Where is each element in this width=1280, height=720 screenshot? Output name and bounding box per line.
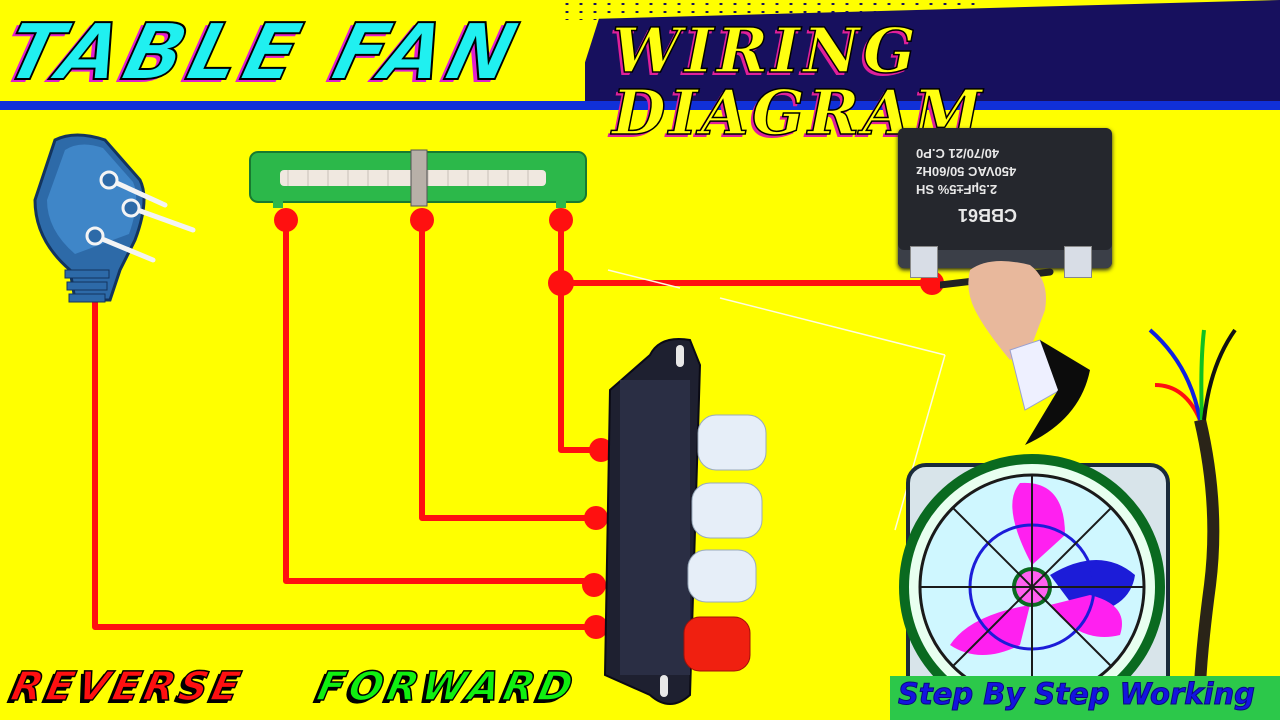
cbb61-capacitor: 40/70/21 C.P0 450VAC 50/60Hz 2.5µF±5% SH… bbox=[898, 128, 1112, 278]
step-by-step-banner bbox=[890, 676, 1280, 720]
header-divider bbox=[0, 101, 1280, 110]
four-button-push-switch bbox=[603, 338, 767, 705]
switch-button-1 bbox=[697, 414, 767, 471]
three-pin-plug-icon bbox=[33, 133, 196, 303]
step-by-step-text: Step By Step Working bbox=[898, 677, 1256, 711]
fan-lead-cable bbox=[1148, 328, 1237, 685]
wire-wound-resistor bbox=[249, 149, 587, 208]
capacitor-terminal-1 bbox=[910, 246, 938, 278]
switch-button-4-red bbox=[683, 616, 751, 672]
junction-dot bbox=[584, 506, 608, 530]
junction-dot bbox=[410, 208, 434, 232]
wire-tap2-to-switch-2 bbox=[419, 220, 596, 521]
junction-dot bbox=[582, 573, 606, 597]
wire-tap1-to-switch-3 bbox=[283, 220, 594, 584]
capacitor-terminal-2 bbox=[1064, 246, 1092, 278]
junction-dot bbox=[548, 270, 574, 296]
switch-button-3 bbox=[687, 549, 757, 603]
junction-dot bbox=[274, 208, 298, 232]
hand-with-pen-illustration bbox=[940, 261, 1090, 445]
junction-dot bbox=[549, 208, 573, 232]
switch-button-2 bbox=[691, 482, 763, 539]
wire-plug-to-switch-4 bbox=[92, 290, 596, 630]
junction-dot bbox=[584, 615, 608, 639]
capacitor-spec-line3: 40/70/21 C.P0 bbox=[916, 146, 1000, 161]
label-forward: FORWARD bbox=[312, 663, 581, 711]
junction-dot bbox=[589, 438, 613, 462]
header-dark-panel bbox=[585, 0, 1280, 104]
capacitor-model: CBB61 bbox=[958, 205, 1018, 225]
label-reverse: REVERSE bbox=[6, 663, 249, 711]
table-fan-motor-icon bbox=[899, 454, 1170, 705]
wire-tap3-to-switch-1 bbox=[558, 220, 601, 453]
capacitor-spec-line1: 2.5µF±5% SH bbox=[916, 182, 998, 197]
capacitor-spec-line2: 450VAC 50/60Hz bbox=[916, 164, 1017, 179]
